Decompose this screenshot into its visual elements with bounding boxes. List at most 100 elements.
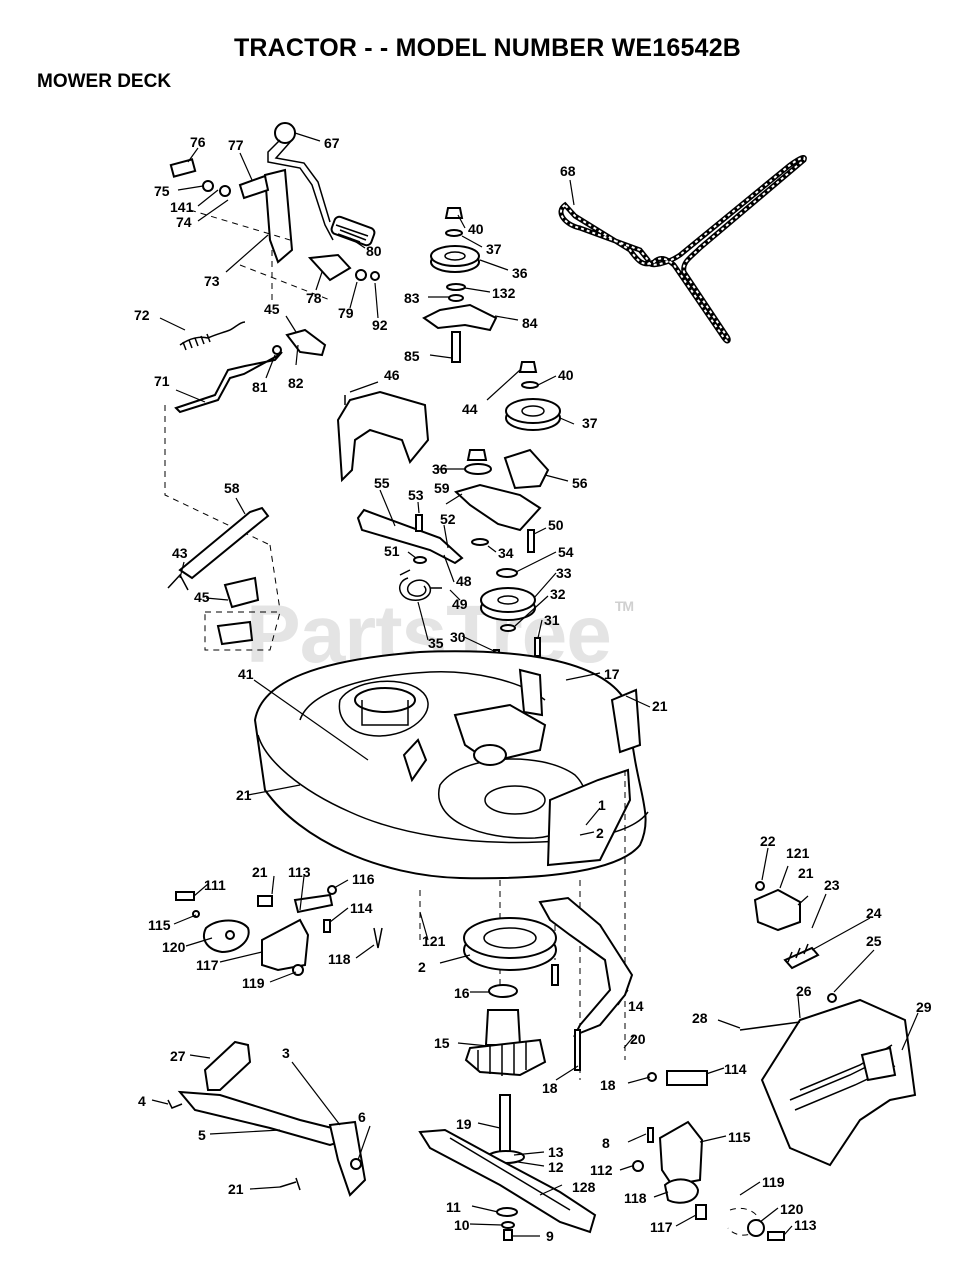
part-callout-75: 75 — [154, 183, 170, 199]
part-callout-32: 32 — [550, 586, 566, 602]
part-callout-46: 46 — [384, 367, 400, 383]
part-callout-117: 117 — [196, 957, 219, 973]
part-callout-68: 68 — [560, 163, 576, 179]
part-callout-55: 55 — [374, 475, 390, 491]
part-callout-52: 52 — [440, 511, 456, 527]
part-callout-45: 45 — [194, 589, 210, 605]
part-callout-40: 40 — [558, 367, 574, 383]
part-callout-121: 121 — [422, 933, 446, 949]
idler-arm-assembly — [167, 506, 281, 651]
part-callout-132: 132 — [492, 285, 516, 301]
part-callout-83: 83 — [404, 290, 420, 306]
part-callout-50: 50 — [548, 517, 564, 533]
section-title: MOWER DECK — [37, 71, 172, 92]
part-callout-18: 18 — [542, 1080, 558, 1096]
part-callout-14: 14 — [628, 998, 644, 1014]
part-callout-36: 36 — [512, 265, 528, 281]
leader-lines — [151, 132, 919, 1237]
part-callout-49: 49 — [452, 596, 468, 612]
part-callout-72: 72 — [134, 307, 150, 323]
part-callout-54: 54 — [558, 544, 574, 560]
part-callout-141: 141 — [170, 199, 194, 215]
part-callout-81: 81 — [252, 379, 268, 395]
drive-belt — [558, 155, 807, 344]
part-callout-22: 22 — [760, 833, 776, 849]
part-callout-21: 21 — [236, 787, 252, 803]
part-callout-17: 17 — [604, 666, 620, 682]
part-callout-115: 115 — [148, 917, 171, 933]
part-callout-43: 43 — [172, 545, 188, 561]
part-callout-9: 9 — [546, 1228, 554, 1244]
part-callout-2: 2 — [418, 959, 426, 975]
part-callout-26: 26 — [796, 983, 812, 999]
part-callout-44: 44 — [462, 401, 478, 417]
part-callout-59: 59 — [434, 480, 450, 496]
part-callout-29: 29 — [916, 999, 932, 1015]
part-callout-5: 5 — [198, 1127, 206, 1143]
part-callout-53: 53 — [408, 487, 424, 503]
idler-bracket-assembly — [356, 483, 542, 601]
part-callout-73: 73 — [204, 273, 220, 289]
lift-handle-assembly — [169, 122, 380, 301]
part-callout-28: 28 — [692, 1010, 708, 1026]
part-callout-51: 51 — [384, 543, 400, 559]
mower-deck — [253, 650, 649, 1080]
part-callout-92: 92 — [372, 317, 388, 333]
part-callout-19: 19 — [456, 1116, 472, 1132]
part-callout-56: 56 — [572, 475, 588, 491]
part-callout-30: 30 — [450, 629, 466, 645]
part-callout-4: 4 — [138, 1093, 146, 1109]
part-callout-119: 119 — [242, 975, 265, 991]
spindle-assembly — [463, 917, 557, 1164]
idler-pulley-stack-upper — [422, 207, 498, 363]
part-callout-1: 1 — [598, 797, 606, 813]
part-callout-21: 21 — [652, 698, 668, 714]
part-callout-58: 58 — [224, 480, 240, 496]
part-callout-11: 11 — [446, 1199, 461, 1215]
part-callout-119: 119 — [762, 1174, 785, 1190]
part-callout-6: 6 — [358, 1109, 366, 1125]
part-callout-37: 37 — [582, 415, 598, 431]
part-callout-115: 115 — [728, 1129, 751, 1145]
part-callout-27: 27 — [170, 1048, 186, 1064]
deck-hanger-bracket — [538, 896, 708, 1086]
part-callout-79: 79 — [338, 305, 354, 321]
part-callout-20: 20 — [630, 1031, 646, 1047]
page-title: TRACTOR - - MODEL NUMBER WE16542B — [233, 34, 742, 62]
lower-left-bracket-cluster — [175, 885, 383, 976]
part-callout-31: 31 — [544, 612, 560, 628]
part-callout-21: 21 — [798, 865, 814, 881]
part-callout-76: 76 — [190, 134, 206, 150]
part-callout-15: 15 — [434, 1035, 450, 1051]
part-callout-121: 121 — [786, 845, 810, 861]
part-callout-74: 74 — [176, 214, 192, 230]
watermark-mark: TM — [614, 598, 634, 614]
part-callout-85: 85 — [404, 348, 420, 364]
mower-blade — [418, 1128, 597, 1241]
part-callout-112: 112 — [590, 1162, 613, 1178]
part-callout-84: 84 — [522, 315, 538, 331]
part-callout-113: 113 — [288, 864, 311, 880]
part-callout-117: 117 — [650, 1219, 673, 1235]
part-callout-113: 113 — [794, 1217, 817, 1233]
part-callout-35: 35 — [428, 635, 444, 651]
blade-pulley-stack — [480, 568, 541, 681]
part-callout-12: 12 — [548, 1159, 564, 1175]
part-callout-111: 111 — [204, 877, 226, 893]
part-callout-78: 78 — [306, 290, 322, 306]
part-callout-114: 114 — [350, 900, 373, 916]
part-callout-23: 23 — [824, 877, 840, 893]
part-callout-13: 13 — [548, 1144, 564, 1160]
part-callout-21: 21 — [228, 1181, 244, 1197]
part-callout-128: 128 — [572, 1179, 596, 1195]
part-callout-118: 118 — [624, 1190, 647, 1206]
part-callout-24: 24 — [866, 905, 882, 921]
part-callout-8: 8 — [602, 1135, 610, 1151]
part-callout-41: 41 — [238, 666, 254, 682]
part-callout-71: 71 — [154, 373, 170, 389]
part-callout-37: 37 — [486, 241, 502, 257]
part-callout-2: 2 — [596, 825, 604, 841]
part-callout-116: 116 — [352, 871, 375, 887]
